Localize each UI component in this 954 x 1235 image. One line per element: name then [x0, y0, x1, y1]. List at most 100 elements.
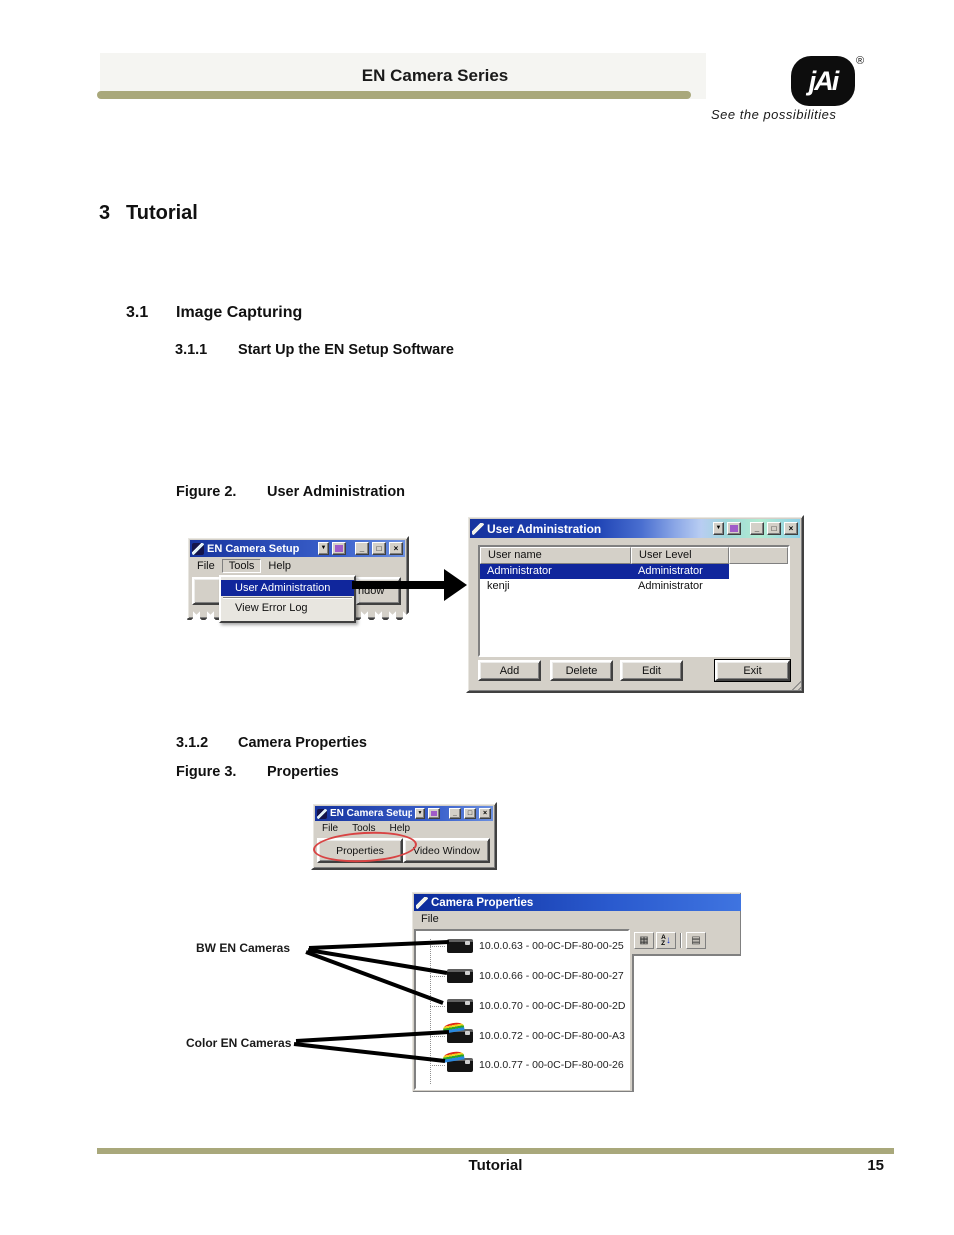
minimize-button[interactable]: _ — [355, 542, 369, 555]
selection-highlight — [480, 564, 729, 579]
figure-2-title: User Administration — [267, 484, 406, 500]
menu-file[interactable]: File — [322, 823, 339, 834]
header-title: EN Camera Series — [361, 66, 509, 85]
menu-item-view-error-log[interactable]: View Error Log — [235, 602, 308, 614]
menu-help[interactable]: Help — [268, 559, 292, 572]
bw-camera-icon — [447, 939, 473, 953]
properties-button[interactable]: Properties — [317, 838, 403, 863]
color-camera-icon — [447, 1058, 473, 1072]
property-pages-icon[interactable]: ▤ — [686, 932, 706, 949]
section-3-1-title: Image Capturing — [176, 304, 303, 321]
registered-mark: ® — [856, 55, 865, 67]
en-camera-setup-window-2: EN Camera Setup ▼ _ □ × File Tools Help … — [311, 802, 497, 870]
section-3-1-2-title: Camera Properties — [238, 735, 367, 751]
column-filler — [729, 547, 788, 564]
maximize-button[interactable]: □ — [767, 522, 781, 535]
title-bar[interactable]: User Administration ▼ _ □ × — [470, 519, 800, 538]
close-button[interactable]: × — [784, 522, 798, 535]
user-level-cell: Administrator — [638, 565, 703, 577]
bw-camera-icon — [447, 999, 473, 1013]
user-level-cell: Administrator — [638, 580, 703, 592]
figure-2-caption: Figure 2. User Administration — [176, 484, 405, 500]
window-title: User Administration — [487, 521, 602, 536]
section-3-1-number: 3.1 — [126, 304, 149, 321]
video-window-button-partial[interactable]: ndow — [356, 577, 401, 605]
column-user-name[interactable]: User name — [480, 547, 631, 564]
color-camera-icon — [447, 1029, 473, 1043]
capture-tool-button[interactable] — [332, 542, 346, 555]
section-3-number: 3 — [99, 202, 111, 224]
camera-address: 10.0.0.72 - 00-0C-DF-80-00-A3 — [479, 1030, 625, 1042]
list-item[interactable]: 10.0.0.77 - 00-0C-DF-80-00-26 — [416, 1056, 624, 1074]
section-3-1-2-number: 3.1.2 — [176, 735, 209, 751]
app-icon — [472, 522, 484, 535]
table-row[interactable]: kenji Administrator — [480, 579, 788, 594]
window-title: EN Camera Setup — [330, 808, 412, 819]
section-3-heading: 3 Tutorial — [99, 202, 198, 225]
title-bar[interactable]: Camera Properties — [414, 894, 741, 911]
minimize-button[interactable]: _ — [449, 808, 461, 819]
jai-logo-text: jAi — [808, 65, 839, 96]
title-bar[interactable]: EN Camera Setup ▼ _ □ × — [190, 540, 405, 557]
section-3-title: Tutorial — [126, 202, 198, 224]
capture-tool-button[interactable] — [727, 522, 741, 535]
app-icon — [192, 542, 204, 555]
chevron-down-icon[interactable]: ▼ — [713, 522, 724, 535]
title-bar[interactable]: EN Camera Setup ▼ _ □ × — [315, 806, 493, 821]
minimize-button[interactable]: _ — [750, 522, 764, 535]
list-header: User name User Level — [480, 547, 788, 564]
user-list[interactable]: User name User Level Administrator Admin… — [478, 545, 790, 657]
user-name-cell: Administrator — [487, 565, 552, 577]
list-item[interactable]: 10.0.0.63 - 00-0C-DF-80-00-25 — [416, 937, 624, 955]
menu-tools[interactable]: Tools — [221, 558, 262, 573]
add-button[interactable]: Add — [478, 660, 541, 681]
tree-guide-line — [430, 939, 431, 1084]
jai-logo: jAi — [791, 56, 855, 106]
property-grid-area — [632, 954, 741, 1092]
video-window-button[interactable]: Video Window — [403, 838, 490, 863]
menu-tools[interactable]: Tools — [352, 823, 376, 834]
window-title: EN Camera Setup — [207, 542, 300, 555]
menu-help[interactable]: Help — [389, 823, 411, 834]
section-3-1-1-number: 3.1.1 — [175, 342, 208, 358]
close-button[interactable]: × — [479, 808, 491, 819]
tools-menu: User Administration View Error Log — [219, 575, 356, 623]
figure-3-caption: Figure 3. Properties — [176, 764, 339, 780]
toolbar-separator — [680, 933, 682, 948]
figure-3-label: Figure 3. — [176, 764, 237, 780]
maximize-button[interactable]: □ — [372, 542, 386, 555]
menu-bar: File Tools Help — [190, 557, 405, 574]
chevron-down-icon[interactable]: ▼ — [318, 542, 329, 555]
chevron-down-icon[interactable]: ▼ — [415, 808, 425, 819]
camera-properties-window: Camera Properties File 10.0.0.63 - 00-0C… — [410, 890, 741, 1092]
exit-button[interactable]: Exit — [715, 660, 790, 681]
delete-button[interactable]: Delete — [550, 660, 613, 681]
list-item[interactable]: 10.0.0.66 - 00-0C-DF-80-00-27 — [416, 967, 624, 985]
menu-item-user-administration[interactable]: User Administration — [221, 580, 354, 596]
capture-tool-button[interactable] — [428, 808, 440, 819]
figure-2-label: Figure 2. — [176, 484, 237, 500]
camera-list[interactable]: 10.0.0.63 - 00-0C-DF-80-00-25 10.0.0.66 … — [414, 929, 630, 1090]
section-3-1-1-title: Start Up the EN Setup Software — [238, 342, 454, 358]
edit-button[interactable]: Edit — [620, 660, 683, 681]
page-number: 15 — [867, 1157, 884, 1174]
list-item[interactable]: 10.0.0.72 - 00-0C-DF-80-00-A3 — [416, 1027, 625, 1045]
figure-3-title: Properties — [267, 764, 339, 780]
table-row[interactable]: Administrator Administrator — [480, 564, 788, 579]
app-icon — [317, 808, 327, 819]
bw-cameras-label: BW EN Cameras — [196, 941, 291, 955]
user-name-cell: kenji — [487, 580, 510, 592]
menu-file[interactable]: File — [197, 559, 215, 572]
list-item[interactable]: 10.0.0.70 - 00-0C-DF-80-00-2D — [416, 997, 625, 1015]
header-rule — [97, 91, 691, 99]
column-user-level[interactable]: User Level — [631, 547, 729, 564]
maximize-button[interactable]: □ — [464, 808, 476, 819]
categorized-view-icon[interactable]: ▦ — [634, 932, 654, 949]
logo-tagline: See the possibilities — [711, 107, 837, 122]
app-icon — [416, 896, 428, 909]
section-3-1-heading: 3.1 Image Capturing — [126, 304, 302, 322]
menu-file[interactable]: File — [421, 913, 439, 925]
close-button[interactable]: × — [389, 542, 403, 555]
